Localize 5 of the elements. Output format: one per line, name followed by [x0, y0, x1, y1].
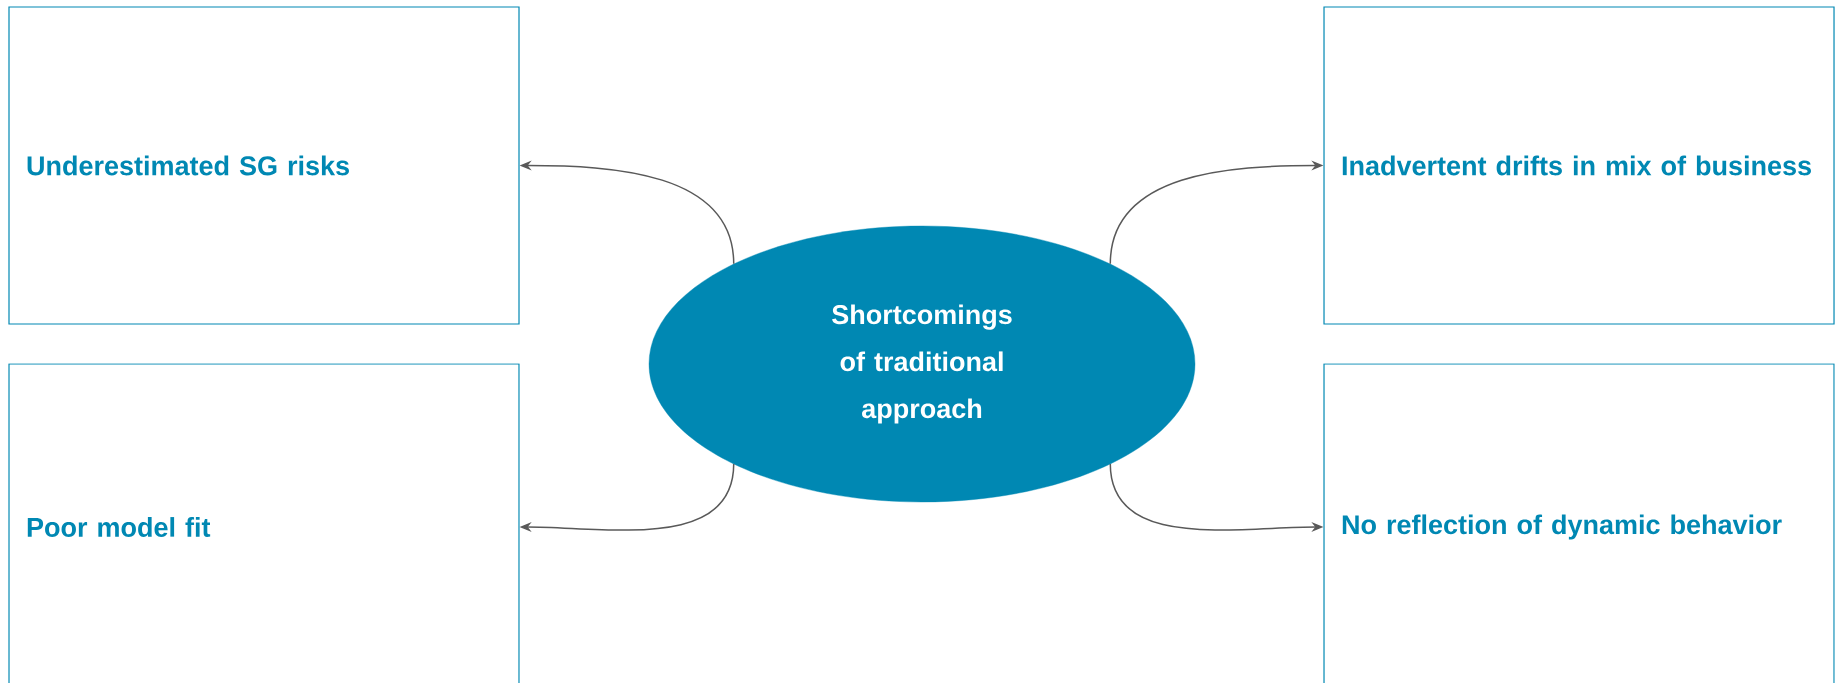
text-box: Poor model fit: [8, 363, 520, 683]
ellipse-node: Shortcomings of traditional approach: [648, 225, 1196, 503]
text-box: Underestimated SG risks: [8, 6, 520, 325]
text-box: Inadvertent drifts in mix of business: [1323, 6, 1835, 325]
text-box: No reflection of dynamic behavior: [1323, 363, 1835, 683]
